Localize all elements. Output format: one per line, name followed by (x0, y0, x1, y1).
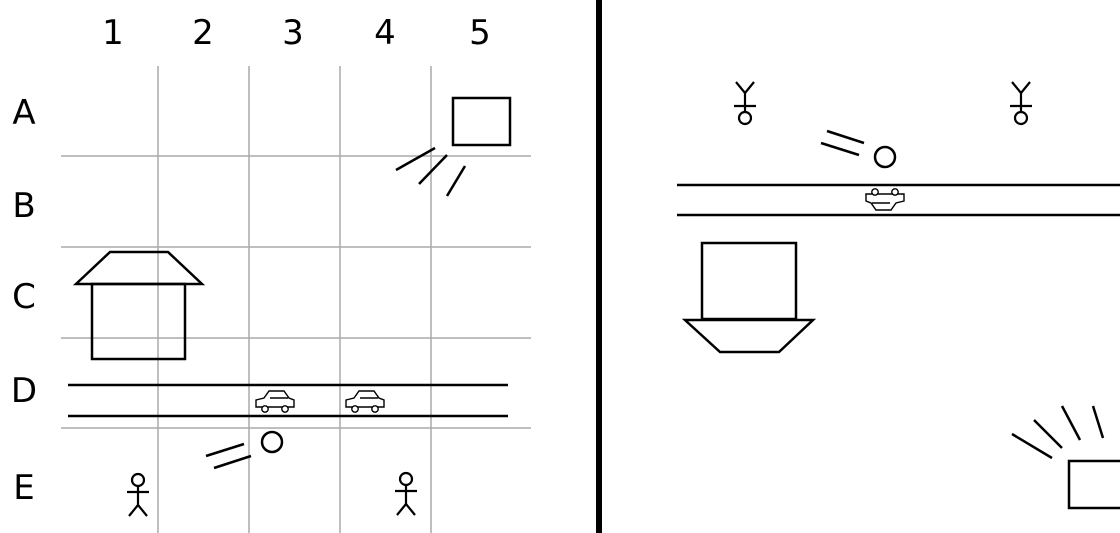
car-wheel (892, 189, 898, 195)
light-ray (447, 166, 465, 196)
ball (262, 432, 282, 452)
divider-line (596, 0, 602, 533)
road-icon (677, 185, 1120, 215)
row-label-e: E (13, 468, 34, 508)
car-icon (256, 391, 294, 412)
house-roof (685, 320, 813, 352)
light-ray (1062, 406, 1080, 440)
column-label-2: 2 (192, 13, 214, 53)
car-wheel (372, 406, 378, 412)
column-label-3: 3 (282, 13, 304, 53)
house-icon (685, 243, 813, 352)
column-labels: 1 2 3 4 5 (102, 13, 491, 53)
person-head (132, 474, 144, 486)
row-labels: A B C D E (11, 93, 37, 508)
row-label-c: C (12, 277, 36, 317)
person-icon (395, 473, 417, 515)
light-ray (419, 155, 447, 184)
person-head (1015, 112, 1027, 124)
car-body (256, 391, 294, 407)
motion-line (206, 444, 244, 456)
person-icon (1010, 82, 1032, 124)
grid-lines (61, 66, 531, 533)
ball (875, 147, 895, 167)
car-body (346, 391, 384, 407)
person-icon (127, 474, 149, 516)
car-icon (866, 189, 904, 210)
lamp-box (1069, 461, 1120, 508)
lamp-icon (1012, 406, 1120, 508)
column-label-4: 4 (374, 13, 396, 53)
column-label-5: 5 (469, 13, 491, 53)
house-roof (76, 252, 202, 284)
motion-line (821, 143, 859, 155)
row-label-d: D (11, 371, 37, 411)
motion-line (827, 131, 864, 143)
lamp-icon (396, 98, 510, 196)
ball-icon (206, 432, 282, 468)
light-ray (1012, 434, 1052, 458)
row-label-b: B (12, 186, 35, 226)
car-body (866, 194, 904, 210)
person-head (400, 473, 412, 485)
ball-icon (821, 131, 895, 167)
car-wheel (262, 406, 268, 412)
house-icon (76, 252, 202, 359)
car-wheel (872, 189, 878, 195)
car-wheel (352, 406, 358, 412)
light-ray (396, 148, 435, 170)
house-body (92, 284, 185, 359)
light-ray (1093, 406, 1103, 438)
left-grid-panel: 1 2 3 4 5 A B C D E (11, 13, 531, 533)
house-body (702, 243, 796, 319)
motion-line (214, 456, 251, 468)
person-icon (734, 82, 756, 124)
car-icon (346, 391, 384, 412)
car-wheel (282, 406, 288, 412)
column-label-1: 1 (102, 13, 124, 53)
light-ray (1034, 420, 1062, 448)
right-view-panel (677, 82, 1120, 508)
person-head (739, 112, 751, 124)
lamp-box (453, 98, 510, 145)
row-label-a: A (12, 93, 35, 133)
